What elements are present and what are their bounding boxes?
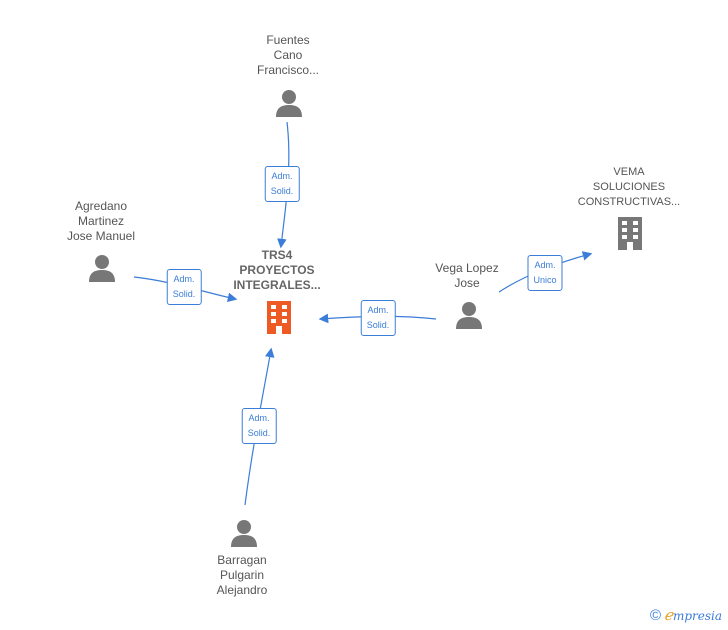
person-icon[interactable] xyxy=(455,300,483,335)
copyright-footer: © ℯmpresia xyxy=(650,606,722,624)
building-icon[interactable] xyxy=(615,216,645,255)
empresia-logo[interactable]: ℯmpresia xyxy=(664,606,722,624)
person-icon[interactable] xyxy=(88,253,116,288)
edge-label-fuentes-center: Adm. Solid. xyxy=(264,166,300,202)
center-company-name: TRS4 PROYECTOS INTEGRALES... xyxy=(233,248,321,292)
node-label-vega: Vega Lopez Jose xyxy=(435,261,499,290)
brand-name: mpresia xyxy=(672,609,722,623)
person-icon[interactable] xyxy=(230,518,258,553)
edge-label-barragan-center: Adm. Solid. xyxy=(241,408,277,444)
edge-label-vega-vema: Adm. Unico xyxy=(527,255,563,291)
node-label-barragan: Barragan Pulgarin Alejandro xyxy=(216,553,268,597)
brand-first-letter: ℯ xyxy=(664,606,673,624)
edge-label-vega-center: Adm. Solid. xyxy=(360,300,396,336)
person-icon[interactable] xyxy=(275,88,303,123)
node-label-fuentes: Fuentes Cano Francisco... xyxy=(256,33,320,77)
node-label-vema: VEMA SOLUCIONES CONSTRUCTIVAS... xyxy=(577,166,681,208)
edge-label-agredano-center: Adm. Solid. xyxy=(166,269,202,305)
node-label-agredano: Agredano Martinez Jose Manuel xyxy=(66,199,136,243)
building-icon[interactable] xyxy=(264,300,294,339)
copyright-symbol: © xyxy=(649,606,662,624)
